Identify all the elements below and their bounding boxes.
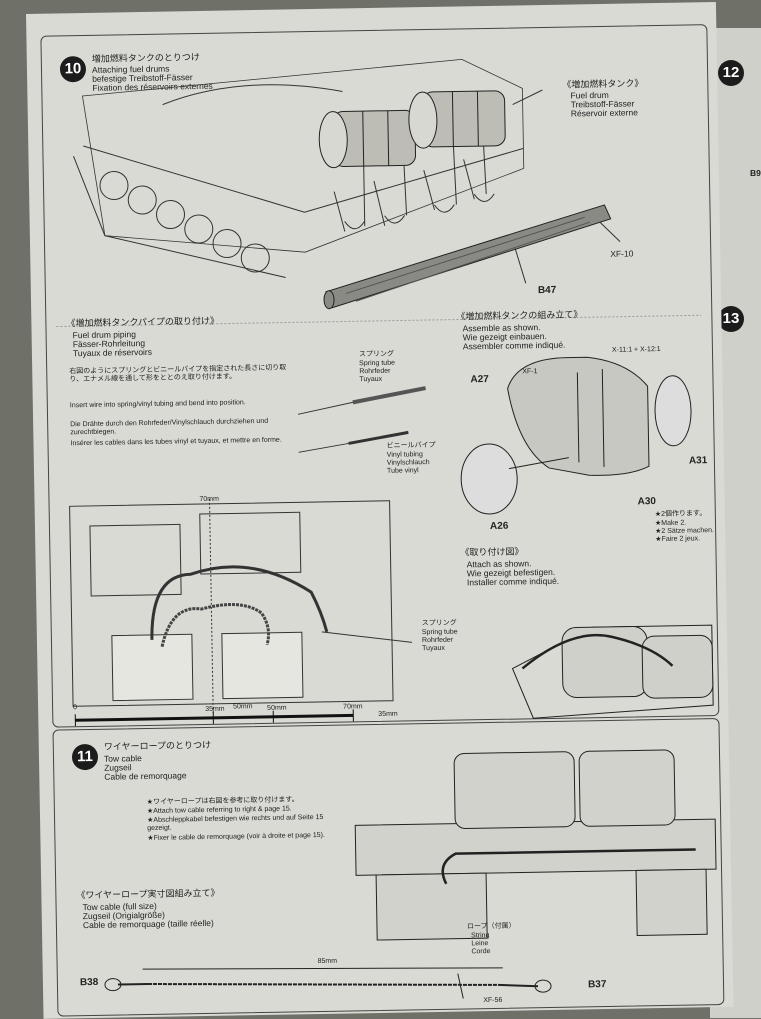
- rope-label-jp: ロープ（付属）: [467, 923, 516, 932]
- drum-assembly-drawing: [459, 355, 693, 514]
- ruler-50mm: 50mm: [267, 705, 287, 713]
- instruction-page: 10 増加燃料タンクのとりつけ Attaching fuel drums bef…: [26, 2, 733, 1019]
- step-10-panel: 10 増加燃料タンクのとりつけ Attaching fuel drums bef…: [40, 24, 719, 728]
- part-a31: A31: [689, 455, 708, 466]
- paint-code-xf10: XF-10: [610, 248, 633, 258]
- rope-label-fr: Corde: [471, 948, 490, 956]
- next-page-part-label: B9: [750, 168, 761, 178]
- spring2-label-de: Rohrfeder: [422, 637, 453, 646]
- spring2-label-jp: スプリング: [422, 620, 457, 629]
- step-12-number: 12: [718, 60, 744, 86]
- paint-mix-code: X-11:1 + X-12:1: [612, 346, 661, 355]
- fuel-drum-label-jp: 《増加燃料タンク》: [562, 78, 643, 89]
- dim-35mm: 35mm: [378, 711, 398, 719]
- part-a30: A30: [638, 496, 657, 507]
- fuel-drum-pair: [318, 91, 505, 168]
- tow-cable-drawing: [54, 719, 724, 1016]
- ruler-70mm: 70mm: [343, 703, 363, 711]
- step-13-number: 13: [718, 306, 744, 332]
- paint-code-xf1: XF-1: [522, 368, 537, 376]
- spring-label-fr: Tuyaux: [359, 376, 382, 384]
- step-11-panel: 11 ワイヤーロープのとりつけ Tow cable Zugseil Cable …: [52, 718, 724, 1017]
- vinyl-label-jp: ビニールパイプ: [387, 442, 436, 451]
- assemble-title-fr: Assembler comme indiqué.: [463, 340, 566, 352]
- paint-code-xf56: XF-56: [483, 997, 502, 1005]
- part-b37: B37: [588, 979, 607, 990]
- dim-85mm: 85mm: [318, 958, 338, 966]
- piping-title-fr: Tuyaux de réservoirs: [73, 347, 152, 358]
- dim-50mm: 50mm: [233, 703, 253, 711]
- vinyl-label-fr: Tube vinyl: [387, 467, 419, 476]
- part-a27: A27: [470, 374, 489, 385]
- log-part-b47: [322, 205, 612, 309]
- make-2-jp: ★2個作ります。: [655, 510, 707, 519]
- ruler-35mm: 35mm: [205, 706, 225, 714]
- part-a26: A26: [490, 521, 509, 532]
- attach-drawing: [512, 625, 714, 718]
- part-b38: B38: [80, 977, 99, 988]
- attach-title-fr: Installer comme indiqué.: [467, 576, 559, 588]
- spring2-label-fr: Tuyaux: [422, 645, 445, 653]
- dim-70mm: 70mm: [199, 496, 219, 504]
- attach-title-jp: 《取り付け図》: [460, 546, 523, 557]
- engine-deck-piping: [70, 495, 414, 716]
- make-2-fr: ★Faire 2 jeux.: [655, 535, 700, 544]
- part-b47: B47: [538, 285, 557, 296]
- fuel-drum-label-fr: Réservoir externe: [571, 107, 638, 118]
- spring-label-jp: スプリング: [359, 351, 394, 360]
- ruler-zero: 0: [73, 704, 77, 712]
